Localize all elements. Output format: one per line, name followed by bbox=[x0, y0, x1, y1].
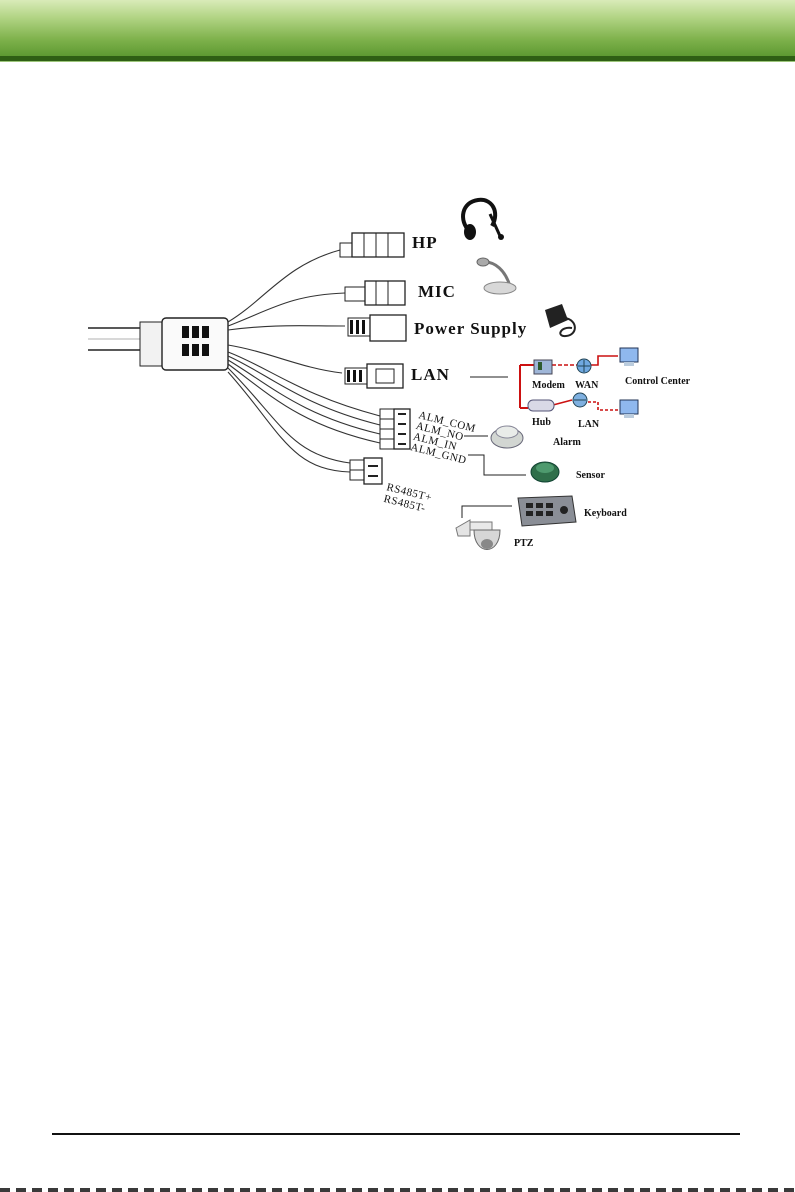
hp-connector bbox=[340, 233, 404, 257]
microphone-icon bbox=[477, 258, 516, 294]
alarm-terminal-block bbox=[380, 409, 410, 449]
footer-rule bbox=[52, 1133, 740, 1135]
computer-icon-wan bbox=[620, 348, 638, 366]
rs485-terminal-block bbox=[350, 458, 382, 484]
modem-label: Modem bbox=[532, 380, 565, 391]
power-adapter-icon bbox=[545, 304, 575, 336]
sensor-label: Sensor bbox=[576, 470, 605, 481]
keyboard-link-line bbox=[462, 506, 512, 518]
mic-label: MIC bbox=[418, 282, 456, 301]
wan-icon bbox=[577, 359, 591, 373]
alarm-label: Alarm bbox=[553, 437, 581, 448]
mic-connector bbox=[345, 281, 405, 305]
cable-gland bbox=[140, 318, 228, 370]
computer-icon-lan bbox=[620, 400, 638, 418]
wan-label: WAN bbox=[575, 380, 599, 391]
lan-connector bbox=[345, 364, 403, 388]
lan-globe-icon bbox=[573, 393, 587, 407]
lan-label: LAN bbox=[411, 365, 450, 384]
keyboard-label: Keyboard bbox=[584, 508, 627, 519]
alarm-icon bbox=[491, 426, 523, 448]
sensor-link-line bbox=[468, 455, 526, 475]
keyboard-icon bbox=[518, 496, 576, 526]
main-cable bbox=[88, 328, 145, 350]
lan-device-label: LAN bbox=[578, 419, 600, 430]
breakout-wires bbox=[228, 250, 380, 472]
ptz-label: PTZ bbox=[514, 538, 534, 549]
footer-dashed-border bbox=[0, 1188, 795, 1192]
headphone-icon bbox=[463, 200, 504, 240]
control-center-label: Control Center bbox=[625, 376, 691, 387]
ptz-camera-icon bbox=[456, 520, 500, 550]
power-connector bbox=[348, 315, 406, 341]
hub-label: Hub bbox=[532, 417, 551, 428]
modem-icon bbox=[534, 360, 552, 374]
sensor-icon bbox=[531, 462, 559, 482]
power-supply-label: Power Supply bbox=[414, 319, 527, 338]
hp-label: HP bbox=[412, 233, 438, 252]
hub-icon bbox=[528, 400, 554, 411]
